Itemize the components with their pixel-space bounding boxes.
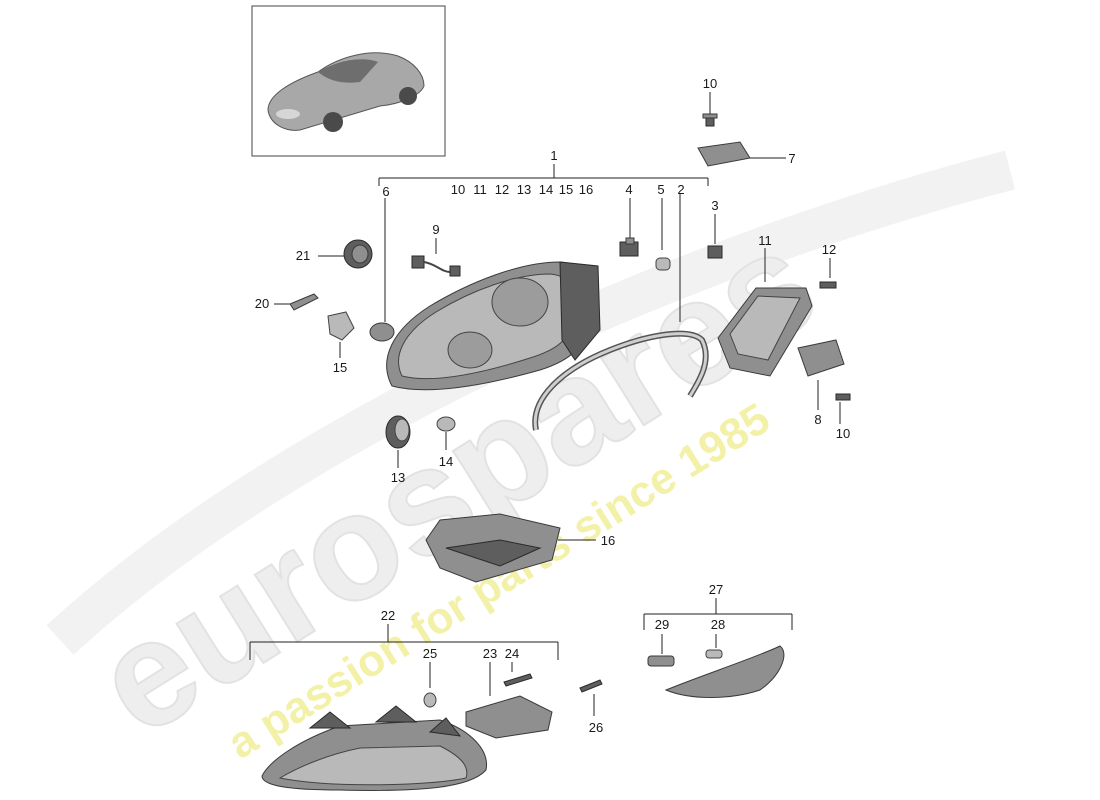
part-clip-20 [274, 293, 319, 311]
part-module-23 [465, 662, 553, 739]
callout-15: 15 [333, 360, 347, 375]
callout-9: 9 [432, 222, 439, 237]
part-bulb-4 [619, 198, 639, 257]
part-screw-10-bottom [835, 393, 851, 424]
group1-sub-15: 15 [559, 182, 573, 197]
part-bracket-16 [425, 513, 596, 583]
callout-11: 11 [758, 233, 772, 248]
group1-sub-10: 10 [451, 182, 465, 197]
callout-labels: 10 7 1 6 10 11 12 13 14 15 16 4 5 2 3 9 … [255, 76, 850, 735]
part-bulb-5 [655, 198, 671, 271]
car-thumbnail-icon [267, 52, 425, 132]
part-screw-24 [503, 662, 533, 687]
part-cover-11 [717, 248, 813, 377]
part-bulb-28 [705, 649, 723, 659]
callout-23: 23 [483, 646, 497, 661]
part-cap-14 [436, 416, 456, 450]
fog-lamp-icon [261, 705, 487, 791]
callout-21: 21 [296, 248, 310, 263]
part-cap-13 [385, 415, 411, 468]
callout-6: 6 [382, 184, 389, 199]
callout-20: 20 [255, 296, 269, 311]
part-module-7 [697, 141, 786, 167]
bracket-group-22 [249, 624, 559, 660]
callout-25: 25 [423, 646, 437, 661]
bracket-group-27 [643, 598, 793, 654]
callout-24: 24 [505, 646, 519, 661]
part-holder-15 [327, 311, 355, 358]
callout-1: 1 [550, 148, 557, 163]
group1-sub-14: 14 [539, 182, 553, 197]
callout-10-top: 10 [703, 76, 717, 91]
callout-16: 16 [601, 533, 615, 548]
callout-7: 7 [788, 151, 795, 166]
part-bulb-25 [423, 662, 437, 708]
car-thumbnail [251, 5, 446, 157]
side-marker-icon [664, 645, 785, 698]
callout-8: 8 [814, 412, 821, 427]
part-module-8 [797, 339, 845, 410]
group1-sub-11: 11 [473, 182, 487, 197]
part-adjuster-6 [369, 198, 395, 342]
group1-sub-16: 16 [579, 182, 593, 197]
part-wiring-9 [411, 238, 461, 277]
part-screw-12 [819, 258, 837, 289]
part-seal-2 [532, 194, 709, 431]
callout-4: 4 [625, 182, 632, 197]
bracket-group-1 [378, 164, 709, 186]
callout-5: 5 [657, 182, 664, 197]
headlight-icon [386, 261, 601, 391]
part-screw-26 [579, 679, 603, 716]
callout-27: 27 [709, 582, 723, 597]
callout-28: 28 [711, 617, 725, 632]
callout-2: 2 [677, 182, 684, 197]
callout-26: 26 [589, 720, 603, 735]
part-socket-3 [707, 214, 723, 259]
callout-29: 29 [655, 617, 669, 632]
callout-12: 12 [822, 242, 836, 257]
callout-22: 22 [381, 608, 395, 623]
group1-sub-13: 13 [517, 182, 531, 197]
callout-13: 13 [391, 470, 405, 485]
part-screw-10-top [702, 92, 718, 127]
callout-14: 14 [439, 454, 453, 469]
part-cap-21 [318, 239, 373, 269]
group1-sub-12: 12 [495, 182, 509, 197]
callout-10-bottom: 10 [836, 426, 850, 441]
part-bulb-29 [647, 655, 675, 667]
callout-3: 3 [711, 198, 718, 213]
watermark: eurospares a passion for parts since 198… [46, 150, 1016, 768]
